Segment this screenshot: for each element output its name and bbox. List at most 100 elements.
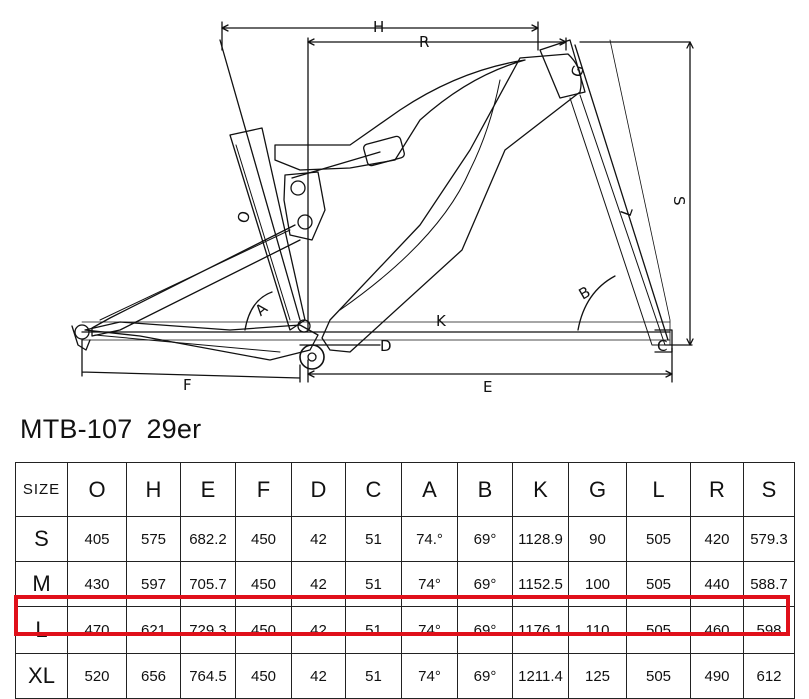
table-cell: 69° [457, 653, 513, 699]
table-cell: 597 [126, 561, 181, 607]
table-cell: 598 [743, 606, 795, 654]
table-cell: 405 [67, 516, 127, 562]
seat-stay [91, 224, 301, 337]
table-cell: 729.3 [180, 606, 236, 654]
table-cell: 1176.1 [512, 606, 569, 654]
table-cell: 764.5 [180, 653, 236, 699]
table-cell: 1152.5 [512, 561, 569, 607]
table-cell: 505 [626, 516, 691, 562]
header-F: F [235, 462, 292, 517]
table-cell: 490 [690, 653, 744, 699]
label-C: C [657, 337, 667, 355]
table-cell: 430 [67, 561, 127, 607]
table-cell: 74° [401, 653, 458, 699]
table-cell: 450 [235, 516, 292, 562]
rocker-link [283, 171, 326, 241]
table-cell: 110 [568, 606, 627, 654]
table-row-M: M 430 597 705.7 450 42 51 74° 69° 1152.5… [15, 561, 795, 607]
label-S: S [670, 196, 688, 206]
table-cell: 470 [67, 606, 127, 654]
table-cell: 621 [126, 606, 181, 654]
table-cell: 74° [401, 561, 458, 607]
table-cell: 90 [568, 516, 627, 562]
size-cell: L [15, 606, 68, 654]
table-cell: 656 [126, 653, 181, 699]
label-H: H [373, 18, 384, 36]
label-A: A [252, 299, 272, 320]
header-H: H [126, 462, 181, 517]
table-cell: 51 [345, 516, 402, 562]
head-angle-arc [577, 275, 616, 331]
down-tube [321, 53, 582, 353]
table-row-S: S 405 575 682.2 450 42 51 74.° 69° 1128.… [15, 516, 795, 562]
table-row-L: L 470 621 729.3 450 42 51 74° 69° 1176.1… [15, 606, 795, 654]
label-L: L [617, 204, 637, 219]
table-cell: 42 [291, 606, 346, 654]
label-B: B [576, 283, 594, 304]
header-D: D [291, 462, 346, 517]
label-O: O [234, 209, 254, 225]
size-cell: M [15, 561, 68, 607]
label-G: G [567, 63, 587, 79]
table-cell: 51 [345, 653, 402, 699]
header-E: E [180, 462, 236, 517]
header-K: K [512, 462, 569, 517]
table-cell: 505 [626, 561, 691, 607]
label-F: F [183, 376, 192, 394]
header-B: B [457, 462, 513, 517]
table-cell: 69° [457, 516, 513, 562]
table-cell: 69° [457, 561, 513, 607]
table-cell: 520 [67, 653, 127, 699]
header-L: L [626, 462, 691, 517]
head-tube [539, 39, 586, 99]
seat-angle-arc [244, 291, 273, 331]
table-cell: 450 [235, 653, 292, 699]
table-cell: 125 [568, 653, 627, 699]
chain-stay [84, 321, 319, 361]
table-cell: 420 [690, 516, 744, 562]
model-title: MTB-107 29er [20, 414, 201, 445]
table-cell: 69° [457, 606, 513, 654]
frame-geometry-diagram: H R G S L B K D C A E F O [71, 18, 694, 396]
header-size: SIZE [15, 462, 68, 517]
table-cell: 51 [345, 561, 402, 607]
header-C: C [345, 462, 402, 517]
table-cell: 460 [690, 606, 744, 654]
bottom-bracket [299, 344, 325, 370]
table-cell: 450 [235, 606, 292, 654]
size-cell: S [15, 516, 68, 562]
size-cell: XL [15, 653, 68, 699]
table-cell: 100 [568, 561, 627, 607]
table-cell: 42 [291, 561, 346, 607]
table-cell: 42 [291, 653, 346, 699]
model-wheel-size: 29er [146, 414, 202, 444]
label-D: D [380, 337, 392, 355]
label-R: R [419, 33, 429, 51]
table-cell: 74° [401, 606, 458, 654]
table-header-row: SIZE O H E F D C A B K G L R S [15, 462, 795, 517]
table-cell: 505 [626, 653, 691, 699]
table-cell: 505 [626, 606, 691, 654]
header-S: S [743, 462, 795, 517]
label-K: K [436, 312, 447, 330]
table-cell: 575 [126, 516, 181, 562]
table-cell: 588.7 [743, 561, 795, 607]
table-cell: 51 [345, 606, 402, 654]
table-cell: 450 [235, 561, 292, 607]
model-name: MTB-107 [20, 414, 133, 444]
label-E: E [483, 378, 492, 396]
table-cell: 42 [291, 516, 346, 562]
table-cell: 612 [743, 653, 795, 699]
table-cell: 705.7 [180, 561, 236, 607]
table-cell: 1128.9 [512, 516, 569, 562]
top-tube [274, 59, 526, 171]
header-G: G [568, 462, 627, 517]
rear-shock [363, 135, 405, 167]
geometry-table: SIZE O H E F D C A B K G L R S S 405 575… [15, 462, 795, 699]
header-A: A [401, 462, 458, 517]
header-R: R [690, 462, 744, 517]
table-cell: 579.3 [743, 516, 795, 562]
table-cell: 682.2 [180, 516, 236, 562]
table-cell: 440 [690, 561, 744, 607]
table-row-XL: XL 520 656 764.5 450 42 51 74° 69° 1211.… [15, 653, 795, 699]
